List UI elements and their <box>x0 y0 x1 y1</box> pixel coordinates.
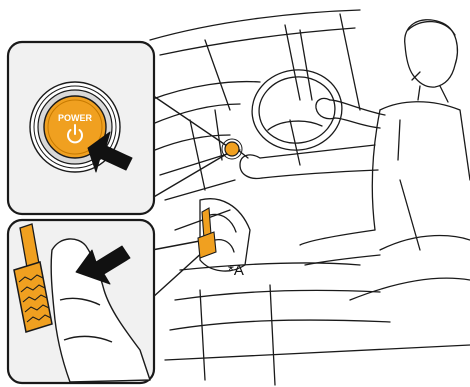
power-callout-line <box>152 95 230 148</box>
steering-wheel <box>247 64 347 156</box>
car-interior <box>150 10 470 385</box>
power-button-text: POWER <box>58 113 93 123</box>
power-button-inset: POWER <box>8 42 154 214</box>
pedal-callout-line-lower <box>152 250 205 298</box>
callout-label: *A <box>228 262 244 279</box>
power-callout-line-lower <box>152 152 230 198</box>
power-button-small <box>222 139 242 159</box>
driver-seat <box>380 236 470 250</box>
driver-figure <box>238 20 470 265</box>
brake-pedal-inset <box>8 220 154 383</box>
pedal-callout-line <box>152 240 205 250</box>
